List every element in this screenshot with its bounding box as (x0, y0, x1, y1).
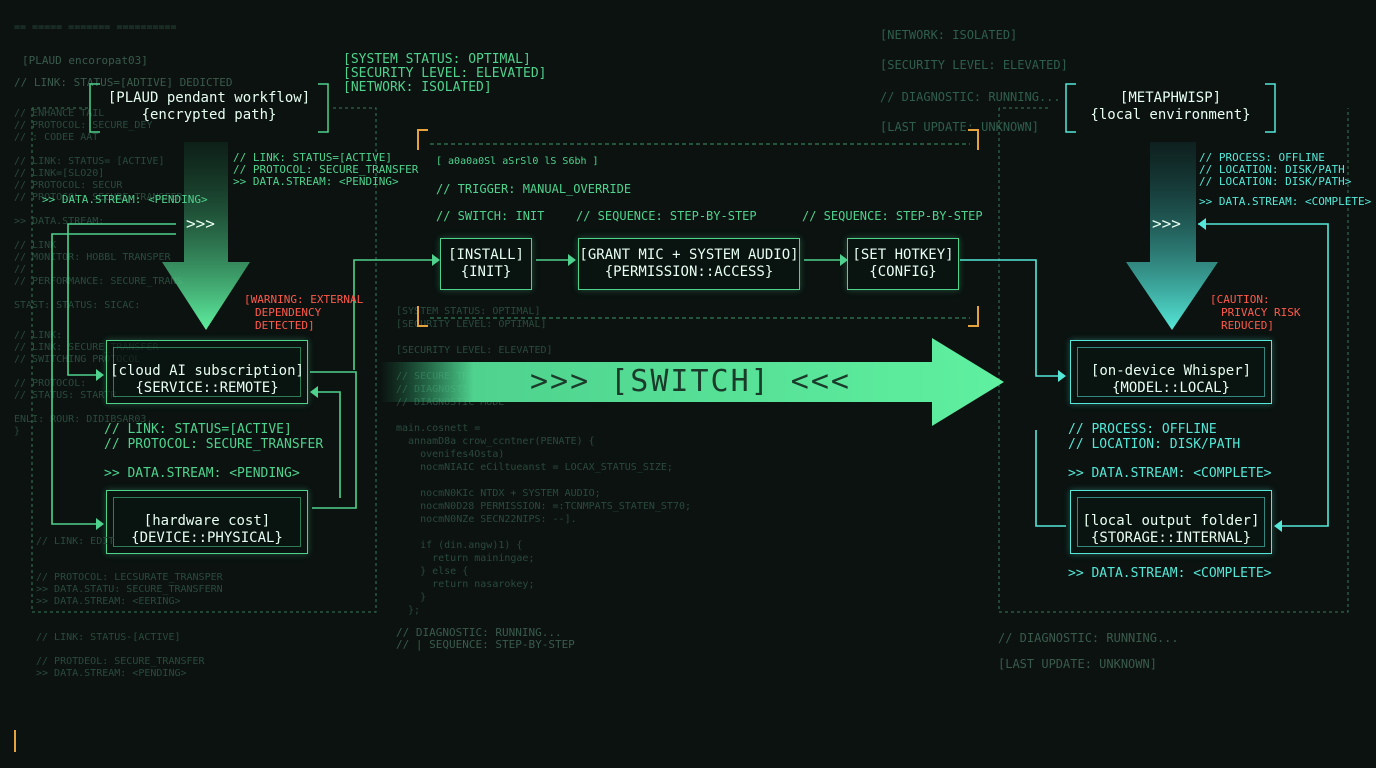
warning-line3: DETECTED] (255, 319, 315, 332)
ghost-line: // LINK: EDIT (36, 536, 115, 547)
center-diagnostic: // DIAGNOSTIC: RUNNING... (396, 626, 562, 639)
hardware-subtitle: {DEVICE::PHYSICAL} (131, 530, 283, 546)
whisper-node: [on-device Whisper] {MODEL::LOCAL} (1070, 340, 1272, 404)
right-mid-location: // LOCATION: DISK/PATH (1068, 437, 1241, 452)
ghost-code: [SYSTEM STATUS: OPTIMAL][SECURITY LEVEL:… (396, 306, 692, 616)
cloud-ai-node: [cloud AI subscription] {SERVICE::REMOTE… (106, 340, 308, 404)
whisper-subtitle: {MODEL::LOCAL} (1111, 380, 1230, 396)
caution-line3: REDUCED] (1221, 319, 1274, 332)
local-output-node: [local output folder] {STORAGE::INTERNAL… (1070, 490, 1272, 554)
right-header: [METAPHWISP] {local environment} (1076, 90, 1265, 124)
ghost-code: // ENHANCE TAIL// PROTOCOL: SECURE_DEY//… (14, 108, 183, 311)
status-last-update-right: [LAST UPDATE: UNKNOWN] (880, 120, 1039, 134)
warning-line2: DEPENDENCY (255, 306, 322, 319)
right-header-subtitle: {local environment} (1090, 107, 1251, 123)
center-sequence-bottom: // | SEQUENCE: STEP-BY-STEP (396, 638, 575, 651)
ghost-line: >> DATA.STATU: SECURE_TRANSFERN (36, 584, 223, 595)
cloud-ai-subtitle: {SERVICE::REMOTE} (135, 380, 279, 396)
status-diagnostic-right: // DIAGNOSTIC: RUNNING... (880, 90, 1061, 104)
ghost-line: // PROTDEOL: SECURE_TRANSFER (36, 656, 205, 667)
right-process: // PROCESS: OFFLINE (1199, 151, 1325, 164)
hardware-title: [hardware cost] (143, 513, 271, 529)
right-bottom-stream: >> DATA.STREAM: <COMPLETE> (1068, 566, 1272, 581)
right-location-1: // LOCATION: DISK/PATH (1199, 163, 1345, 176)
status-security-right: [SECURITY LEVEL: ELEVATED] (880, 58, 1068, 72)
folder-subtitle: {STORAGE::INTERNAL} (1090, 530, 1252, 546)
right-location-2: // LOCATION: DISK/PATH> (1199, 175, 1352, 188)
whisper-title: [on-device Whisper] (1090, 363, 1252, 379)
right-last-update: [LAST UPDATE: UNKNOWN] (998, 657, 1157, 671)
left-data-stream: >> DATA.STREAM: <PENDING> (233, 175, 399, 188)
ghost-code: // LINK:// LINK: SECURE_TRANSFER// SWITC… (14, 330, 159, 437)
switch-label: >>> [SWITCH] <<< (530, 364, 851, 399)
step-install-title: [INSTALL] (448, 247, 524, 263)
step-install: [INSTALL] {INIT} (440, 238, 532, 290)
left-mid-protocol: // PROTOCOL: SECURE_TRANSFER (104, 437, 324, 452)
hardware-cost-node: [hardware cost] {DEVICE::PHYSICAL} (106, 490, 308, 554)
right-arrow-label: >>> (1152, 214, 1181, 233)
folder-title: [local output folder] (1082, 513, 1260, 529)
caution-line1: [CAUTION: (1210, 293, 1270, 306)
left-arrow-label: >>> (186, 214, 215, 233)
step-hotkey-title: [SET HOTKEY] (852, 247, 954, 263)
left-header: [PLAUD pendant workflow] {encrypted path… (100, 90, 318, 124)
ghost-code: == ===== ======= ========== (14, 22, 177, 33)
step-install-subtitle: {INIT} (460, 264, 512, 280)
status-security: [SECURITY LEVEL: ELEVATED] (343, 66, 547, 81)
center-garbled: [ a0a0a0Sl aSrSl0 lS S6bh ] (436, 156, 599, 167)
step-grant-subtitle: {PERMISSION::ACCESS} (604, 264, 774, 280)
ghost-line: // PROTOCOL: LECSURATE_TRANSPER (36, 572, 223, 583)
center-sequence-2: // SEQUENCE: STEP-BY-STEP (802, 209, 983, 223)
ghost-line: >> DATA.STREAM: <PENDING> (36, 668, 187, 679)
center-sequence-1: // SEQUENCE: STEP-BY-STEP (576, 209, 757, 223)
cloud-ai-title: [cloud AI subscription] (110, 363, 304, 379)
right-header-title: [METAPHWISP] (1119, 90, 1222, 106)
left-header-title: [PLAUD pendant workflow] (107, 90, 311, 106)
step-hotkey-subtitle: {CONFIG} (869, 264, 937, 280)
center-trigger: // TRIGGER: MANUAL_OVERRIDE (436, 182, 632, 196)
ghost-line: // LINK: STATUS-[ACTIVE] (36, 632, 181, 643)
ghost-code: // LINK: STATUS=[ADTIVE] DEDICTED (14, 76, 233, 89)
ghost-line: >> DATA.STREAM: <EERING> (36, 596, 181, 607)
caution-line2: PRIVACY RISK (1221, 306, 1301, 319)
right-mid-process: // PROCESS: OFFLINE (1068, 422, 1217, 437)
status-system: [SYSTEM STATUS: OPTIMAL] (343, 52, 531, 67)
step-grant-permission: [GRANT MIC + SYSTEM AUDIO] {PERMISSION::… (578, 238, 800, 290)
ghost-code: [PLAUD encoropat03] (22, 54, 148, 67)
left-protocol: // PROTOCOL: SECURE_TRANSFER (233, 163, 419, 176)
status-network: [NETWORK: ISOLATED] (343, 80, 492, 95)
right-side-stream: >> DATA.STREAM: <COMPLETE> (1199, 195, 1372, 208)
right-diagnostic: // DIAGNOSTIC: RUNNING... (998, 631, 1179, 645)
left-mid-link: // LINK: STATUS=[ACTIVE] (104, 422, 292, 437)
left-link-status: // LINK: STATUS=[ACTIVE] (233, 151, 392, 164)
step-grant-title: [GRANT MIC + SYSTEM AUDIO] (579, 247, 799, 263)
left-bottom-ghost: // LINK: EDIT // PROTOCOL: LECSURATE_TRA… (36, 536, 223, 680)
center-switch-init: // SWITCH: INIT (436, 209, 545, 223)
warning-line1: [WARNING: EXTERNAL (244, 293, 364, 306)
step-set-hotkey: [SET HOTKEY] {CONFIG} (847, 238, 959, 290)
left-mid-stream: >> DATA.STREAM: <PENDING> (104, 466, 300, 481)
status-network-right: [NETWORK: ISOLATED] (880, 28, 1018, 42)
left-header-subtitle: {encrypted path} (141, 107, 277, 123)
right-mid-stream: >> DATA.STREAM: <COMPLETE> (1068, 466, 1272, 481)
cursor-marker (14, 730, 16, 752)
left-side-stream: >> DATA.STREAM: <PENDING> (42, 193, 208, 206)
